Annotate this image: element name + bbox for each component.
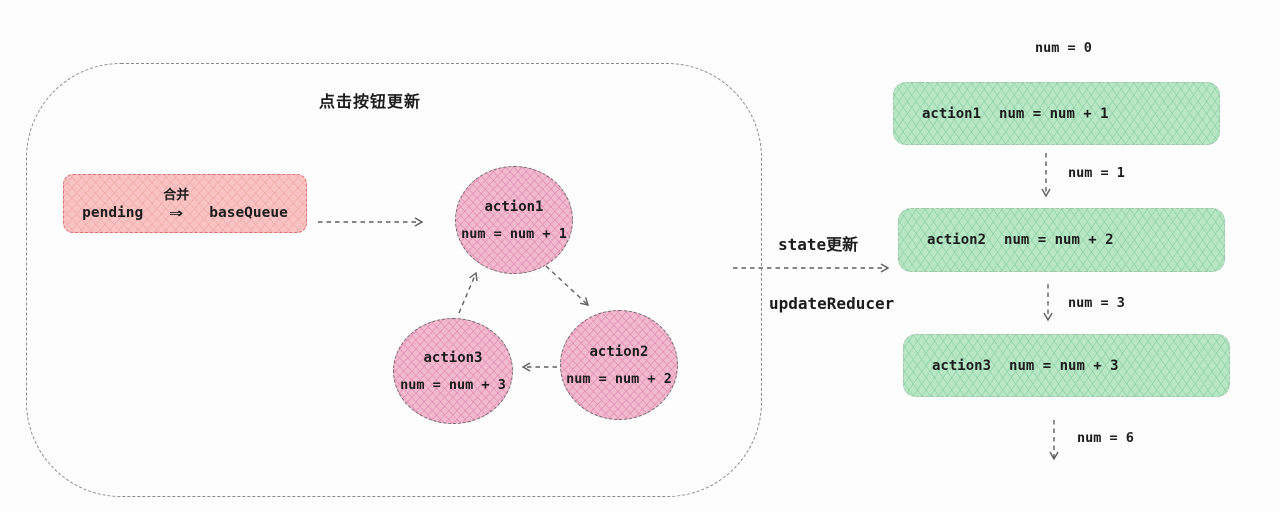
green-box-action3: action3 num = num + 3 [903, 334, 1230, 397]
pending-label: pending [82, 205, 144, 221]
update-reducer-label: updateReducer [769, 294, 895, 313]
merge-arrow-stack: 合并 ⇒ [163, 188, 189, 224]
merge-label: 合并 [163, 188, 190, 203]
circle-action3-name: action3 [423, 349, 483, 366]
circle-action3: action3 num = num + 3 [393, 318, 513, 424]
circle-action1-expr: num = num + 1 [461, 225, 567, 242]
green-box-action2: action2 num = num + 2 [898, 208, 1225, 272]
flow-title: 点击按钮更新 [318, 92, 421, 111]
num-after-action3-label: num = 6 [1077, 430, 1134, 446]
circle-action2-name: action2 [589, 343, 649, 360]
circle-action2: action2 num = num + 2 [560, 310, 678, 420]
circle-action3-expr: num = num + 3 [400, 376, 506, 393]
pending-basequeue-box: pending 合并 ⇒ baseQueue [63, 174, 307, 233]
circle-action1-name: action1 [484, 198, 544, 215]
num-after-action1-label: num = 1 [1068, 165, 1125, 181]
green-box-action1-expr: num = num + 1 [999, 105, 1109, 122]
num-initial-label: num = 0 [1035, 40, 1092, 56]
circle-action1: action1 num = num + 1 [455, 166, 573, 274]
basequeue-label: baseQueue [209, 205, 288, 221]
green-box-action2-expr: num = num + 2 [1004, 232, 1114, 248]
state-update-label: state更新 [778, 235, 859, 254]
green-box-action3-expr: num = num + 3 [1009, 357, 1119, 374]
num-after-action2-label: num = 3 [1068, 295, 1125, 311]
green-box-action2-name: action2 [927, 232, 987, 248]
green-box-action1-name: action1 [922, 105, 982, 122]
green-box-action3-name: action3 [932, 357, 992, 374]
green-box-action1: action1 num = num + 1 [893, 82, 1220, 145]
click-update-container [26, 63, 762, 497]
double-arrow-icon: ⇒ [169, 203, 184, 223]
circle-action2-expr: num = num + 2 [566, 370, 672, 387]
